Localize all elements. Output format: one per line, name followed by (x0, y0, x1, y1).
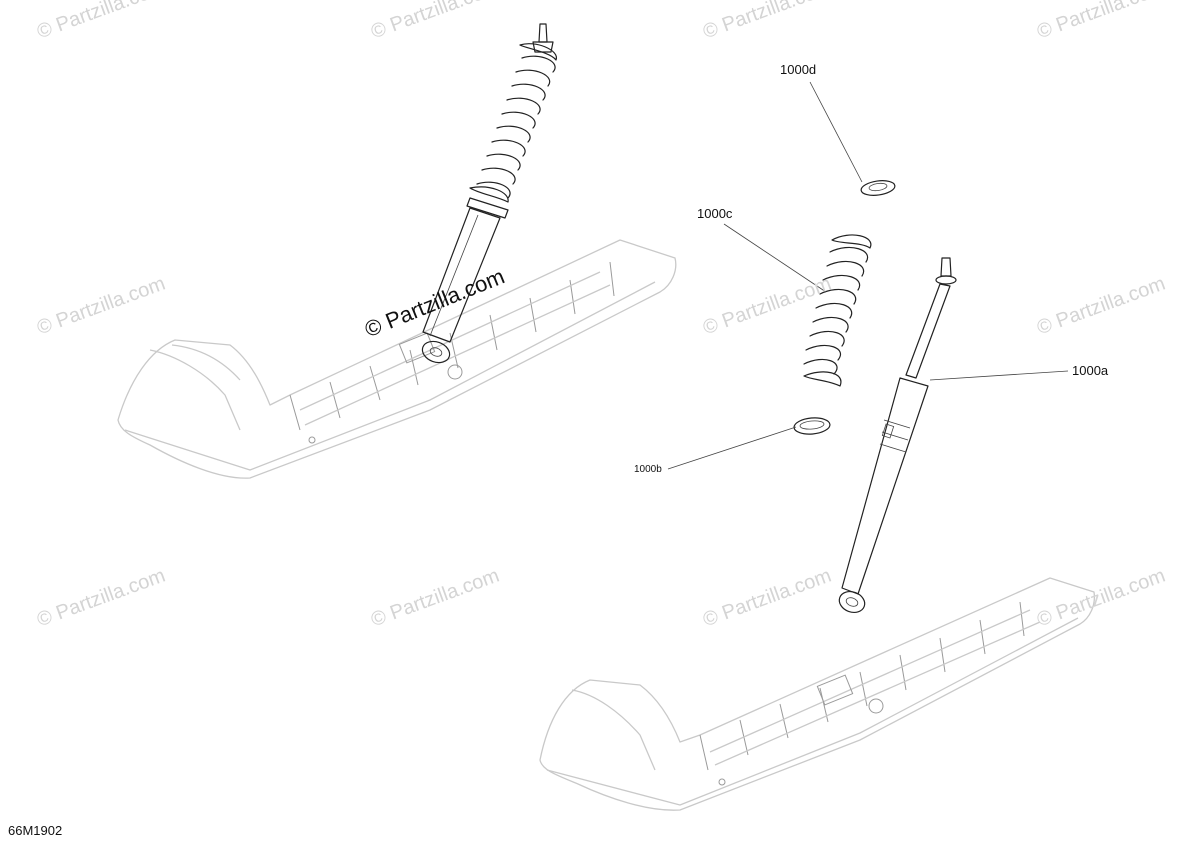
left-ski (117, 239, 677, 479)
coil-spring (803, 234, 872, 387)
callout-spring: 1000c (697, 206, 733, 221)
assembled-shock (421, 23, 557, 364)
drawing-id: 66M1902 (8, 823, 63, 838)
shock-absorber (838, 257, 957, 613)
right-ski (539, 577, 1096, 811)
leader-lines (667, 81, 1069, 470)
upper-spring-seat (860, 180, 896, 196)
callout-shock: 1000a (1072, 363, 1109, 378)
callout-lower-seat: 1000b (634, 464, 662, 475)
lower-spring-seat (793, 417, 831, 435)
callout-upper-seat: 1000d (780, 62, 817, 77)
